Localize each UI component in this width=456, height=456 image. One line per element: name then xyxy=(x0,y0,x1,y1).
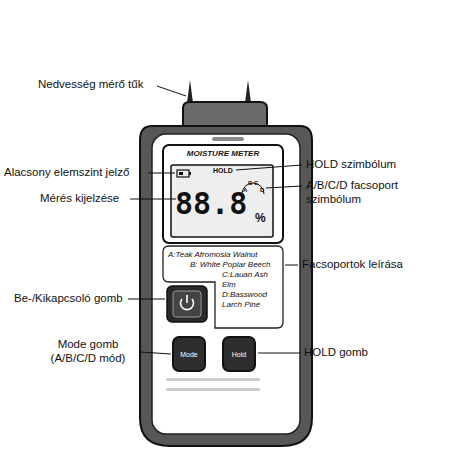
callout-label: Facsoportok leírása xyxy=(302,258,403,272)
moisture-pin xyxy=(187,80,193,103)
callout-label: A/B/C/D facsoport szimbólum xyxy=(306,179,452,207)
measurement-digits: 88.8 xyxy=(175,189,247,219)
wood-group-letter: D xyxy=(260,187,264,194)
leader-line xyxy=(285,265,298,266)
battery-level xyxy=(179,172,183,175)
wood-group-border xyxy=(163,246,283,328)
button-label: Hold xyxy=(232,351,246,358)
lcd-window xyxy=(171,165,273,237)
screen-frame xyxy=(163,145,283,243)
callout-label: Mode gomb (A/B/C/D mód) xyxy=(38,338,138,366)
leader-line xyxy=(236,165,302,170)
callout-label: Be-/Kikapcsoló gomb xyxy=(14,292,123,306)
power-button xyxy=(167,286,207,322)
wood-group-c: C:Lauan Ash Elm xyxy=(222,270,278,290)
battery-tip xyxy=(189,172,191,175)
battery-icon xyxy=(177,170,189,177)
leader-line xyxy=(140,352,171,354)
wood-group-letter: A xyxy=(243,187,247,194)
wood-group-a: A:Teak Afromosia Walnut xyxy=(168,250,278,260)
group-symbol-arc xyxy=(242,183,264,194)
leader-line xyxy=(148,173,175,174)
leader-line xyxy=(128,299,165,300)
hold-button: Hold xyxy=(222,336,256,372)
wood-group-d: D:Basswood Larch Pine xyxy=(222,290,278,310)
grip-groove xyxy=(166,378,260,381)
callout-label: HOLD gomb xyxy=(304,346,368,360)
wood-group-letter: B xyxy=(248,180,252,187)
moisture-pin xyxy=(245,80,251,103)
percent-sign: % xyxy=(255,211,266,225)
grip-groove xyxy=(166,388,260,391)
leader-line xyxy=(258,353,300,354)
wood-group-b: B: White Poplar Beech xyxy=(190,260,272,270)
leader-lines xyxy=(128,86,302,354)
device-title: MOISTURE METER xyxy=(163,149,283,158)
leader-line xyxy=(130,199,176,200)
power-button-face xyxy=(173,291,201,317)
callout-label: Alacsony elemszint jelző xyxy=(4,166,129,180)
wood-group-letter: C xyxy=(254,180,258,187)
lcd-display: HOLD 88.8% xyxy=(171,165,273,237)
leader-line xyxy=(266,186,302,188)
button-label: Mode xyxy=(180,351,198,358)
callout-label: Nedvesség mérő tűk xyxy=(38,78,143,92)
callout-label: Mérés kijelzése xyxy=(40,192,119,206)
screen-frame: MOISTURE METER HOLD 88.8% xyxy=(163,145,283,243)
callout-label: HOLD szimbólum xyxy=(306,158,396,172)
hold-symbol: HOLD xyxy=(213,167,233,174)
leader-line xyxy=(157,86,186,96)
mode-button: Mode xyxy=(172,336,206,372)
power-icon xyxy=(186,295,188,303)
wood-group-panel: A:Teak Afromosia WalnutB: White Poplar B… xyxy=(163,246,283,328)
top-slot xyxy=(212,137,244,141)
housing xyxy=(140,126,312,446)
front-face xyxy=(152,134,300,434)
